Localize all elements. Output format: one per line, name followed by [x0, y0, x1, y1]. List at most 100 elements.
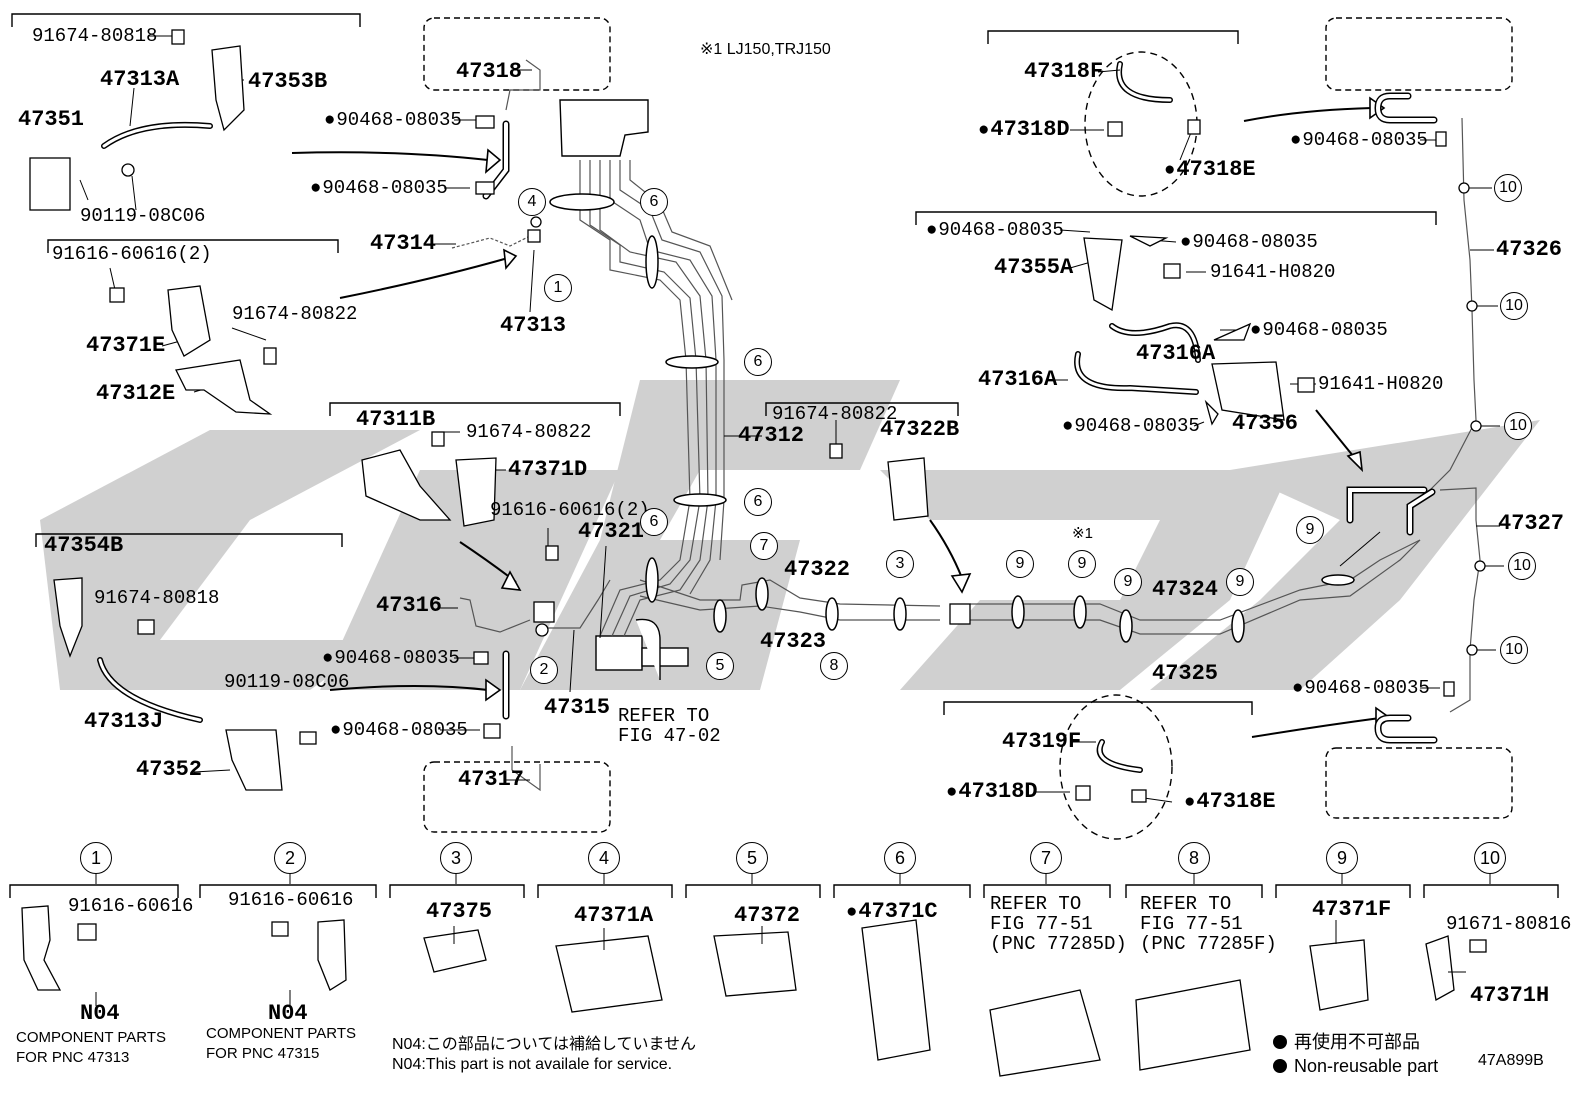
callout-2: 2 [530, 656, 558, 684]
callout-6: 6 [744, 488, 772, 516]
part-label: 47371E [86, 333, 166, 358]
callout-10: 10 [1500, 292, 1528, 320]
part-label: 47313J [84, 709, 164, 734]
legend-part: 47371A [574, 903, 654, 928]
legend-ref: FIG 77-51 [1140, 913, 1243, 935]
legend-callout-3: 3 [440, 842, 472, 874]
legend-desc: COMPONENT PARTS [206, 1025, 357, 1042]
diagram-id: 47A899B [1478, 1052, 1544, 1069]
callout-6: 6 [744, 348, 772, 376]
part-label: 47313A [100, 67, 180, 92]
part-label: 91674-80818 [32, 25, 158, 47]
legend-part: 47375 [426, 899, 493, 924]
part-label: 47354B [44, 533, 124, 558]
note-mark: ※1 [1072, 525, 1093, 542]
legend-part: 47371F [1312, 897, 1392, 922]
legend-callout-7: 7 [1030, 842, 1062, 874]
callout-9: 9 [1006, 550, 1034, 578]
part-label: 91674-80818 [94, 587, 220, 609]
legend-en: Non-reusable part [1294, 1056, 1439, 1076]
part-label: 47319F [1002, 729, 1082, 754]
legend-callout-6: 6 [884, 842, 916, 874]
legend-part: 47371H [1470, 983, 1550, 1008]
callout-9: 9 [1114, 568, 1142, 596]
legend-callout-4: 4 [588, 842, 620, 874]
legend-ref: FIG 77-51 [990, 913, 1093, 935]
part-label: 47313 [500, 313, 567, 338]
legend-callout-10: 10 [1474, 842, 1506, 874]
callout-3: 3 [886, 550, 914, 578]
part-label: 47316A [1136, 341, 1216, 366]
legend-ref: REFER TO [1140, 893, 1232, 915]
legend-ref: (PNC 77285D) [990, 933, 1127, 955]
legend-part: 91671-80816 [1446, 913, 1572, 935]
callout-6: 6 [640, 188, 668, 216]
legend-desc: FOR PNC 47315 [206, 1045, 320, 1062]
legend-desc: COMPONENT PARTS [16, 1029, 167, 1046]
part-label: 47312 [738, 423, 805, 448]
part-label: 91674-80822 [232, 303, 358, 325]
part-label: 47318D [946, 781, 1037, 803]
part-label: 47316A [978, 367, 1058, 392]
legend-part: 47371C [846, 901, 937, 923]
callout-10: 10 [1500, 636, 1528, 664]
legend-callout-9: 9 [1326, 842, 1358, 874]
part-label: 90468-08035 [1292, 678, 1429, 698]
part-label: 47316 [376, 593, 443, 618]
part-label: 47315 [544, 695, 611, 720]
legend-callout-5: 5 [736, 842, 768, 874]
legend-part: 91616-60616 [68, 895, 194, 917]
part-label: 47312E [96, 381, 176, 406]
part-label: 47356 [1232, 411, 1299, 436]
callout-10: 10 [1508, 552, 1536, 580]
part-label: 90468-08035 [1180, 232, 1317, 252]
callout-4: 4 [518, 188, 546, 216]
callout-6: 6 [640, 508, 668, 536]
part-label: 47318F [1024, 59, 1104, 84]
part-label: 47318D [978, 119, 1069, 141]
refer-text: REFER TO [618, 705, 710, 727]
legend-sub: N04 [268, 1001, 308, 1026]
part-label: 47353B [248, 69, 328, 94]
legend-callout-8: 8 [1178, 842, 1210, 874]
part-label: 47311B [356, 407, 436, 432]
part-label: 90468-08035 [322, 648, 459, 668]
part-label: 90468-08035 [324, 110, 461, 130]
footnote-jp: N04:この部品については補給していません [392, 1036, 697, 1053]
part-label: 47355A [994, 255, 1074, 280]
legend-ref: (PNC 77285F) [1140, 933, 1277, 955]
refer-text: FIG 47-02 [618, 725, 721, 747]
part-label: 90119-08C06 [80, 205, 206, 227]
part-label: 47321 [578, 519, 645, 544]
footnote-en: N04:This part is not availale for servic… [392, 1056, 673, 1073]
part-label: 47324 [1152, 577, 1219, 602]
part-label: 91616-60616(2) [52, 243, 212, 265]
part-label: 90468-08035 [310, 178, 447, 198]
part-label: 47326 [1496, 237, 1563, 262]
part-label: 47351 [18, 107, 85, 132]
part-label: 91616-60616(2) [490, 499, 650, 521]
part-label: 90468-08035 [1250, 320, 1387, 340]
legend-desc: FOR PNC 47313 [16, 1049, 130, 1066]
part-label: 47322 [784, 557, 851, 582]
part-label: 47318E [1184, 791, 1275, 813]
title-note: ※1 LJ150,TRJ150 [700, 41, 831, 58]
callout-10: 10 [1504, 412, 1532, 440]
callout-9: 9 [1226, 568, 1254, 596]
legend-part: 47372 [734, 903, 801, 928]
part-label: 90468-08035 [1290, 130, 1427, 150]
legend-callout-2: 2 [274, 842, 306, 874]
part-label: 90119-08C06 [224, 671, 350, 693]
part-label: 47325 [1152, 661, 1219, 686]
part-label: 47314 [370, 231, 437, 256]
part-label: 91674-80822 [772, 403, 898, 425]
callout-9: 9 [1296, 516, 1324, 544]
callout-9: 9 [1068, 550, 1096, 578]
part-label: 90468-08035 [330, 720, 467, 740]
callout-10: 10 [1494, 174, 1522, 202]
part-label: 47352 [136, 757, 203, 782]
part-label: 91641-H0820 [1318, 373, 1444, 395]
part-label: 47371D [508, 457, 588, 482]
